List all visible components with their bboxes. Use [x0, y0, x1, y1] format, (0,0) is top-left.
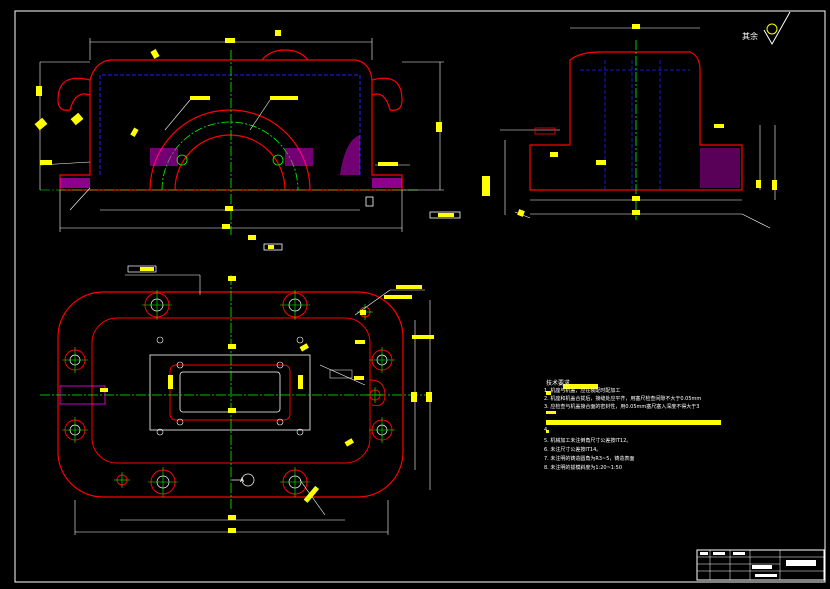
side-view-hidden [580, 60, 690, 190]
bolt-holes [62, 290, 395, 497]
bearing-bore-outer [149, 109, 311, 191]
roughness-note: 其余 [742, 32, 758, 41]
tech-req-item: 4. [544, 427, 549, 433]
tech-req-item: 1. 机座与机盖，应在装配时配加工 [544, 388, 621, 394]
screw-hole [296, 336, 304, 344]
front-view [34, 30, 461, 251]
tech-req-item: 5. 机械加工未注倒角尺寸公差按IT12。 [544, 438, 632, 444]
hatch-right-rib [340, 135, 360, 175]
tech-req-item: 6. 未注尺寸公差按IT14。 [544, 447, 602, 453]
screw-hole [156, 428, 164, 436]
front-view-hidden-lines [99, 74, 361, 175]
hatch-right-foot [372, 178, 402, 188]
top-view [40, 275, 430, 510]
bearing-bore-inner [174, 134, 286, 191]
section-mark: A [240, 477, 245, 484]
screw-hole [296, 428, 304, 436]
left-lifting-hook [57, 77, 91, 111]
screw-hole [276, 361, 284, 369]
top-view-outer [57, 291, 404, 498]
hatch-left-foot [60, 178, 90, 188]
title-block [696, 549, 825, 581]
tech-requirements-title: 技术要求 [546, 380, 571, 387]
screw-hole [276, 418, 284, 426]
tech-req-item: 3. 应检查与机盖接合面的密封性，用0.05mm塞尺塞入深度不得大于3 [544, 404, 700, 410]
drawing-frame [14, 10, 826, 583]
bearing-bore-center [161, 121, 299, 191]
screw-hole [176, 418, 184, 426]
hatch-left-boss [150, 148, 178, 166]
screw-hole [156, 336, 164, 344]
roughness-symbol [763, 11, 791, 46]
tech-req-item: 8. 未注明的拔模斜度为1:20~1:50 [544, 465, 623, 471]
side-view-outline [529, 51, 743, 191]
tech-req-item: 7. 未注明的铸造圆角为R3~5，铸造表面 [544, 456, 635, 462]
hatch-right-boss [285, 148, 313, 166]
side-view [482, 24, 777, 229]
top-boss [261, 49, 309, 61]
right-lifting-hook [371, 77, 403, 111]
top-view-dims [74, 265, 434, 535]
tech-req-item: 2. 机座和机盖合拢后，接缝处应平齐，用塞尺检查间隙不大于0.05mm [544, 396, 702, 402]
screw-hole [176, 361, 184, 369]
